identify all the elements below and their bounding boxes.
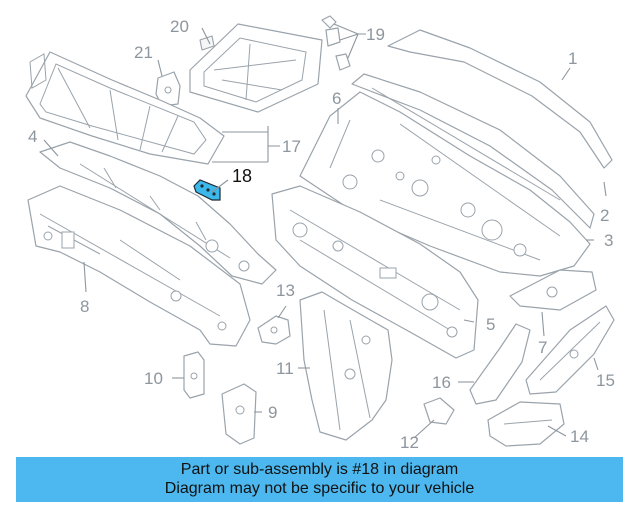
part-12-bracket <box>423 397 455 425</box>
parts-diagram: 1 2 3 4 5 6 7 8 9 10 11 12 13 14 15 16 1… <box>25 15 615 452</box>
callout-12: 12 <box>400 433 419 452</box>
callout-15: 15 <box>596 371 615 390</box>
part-16-support <box>469 323 531 405</box>
callout-7: 7 <box>538 338 547 357</box>
part-11-pillar <box>299 291 393 441</box>
part-4-crossmember <box>39 141 277 285</box>
part-2-rail <box>351 73 595 229</box>
callout-10: 10 <box>144 369 163 388</box>
part-9-bracket <box>221 383 257 445</box>
callout-17: 17 <box>282 137 301 156</box>
callout-11: 11 <box>276 359 294 378</box>
banner-line-part: Part or sub-assembly is #18 in diagram <box>180 461 459 478</box>
part-20-tray <box>189 23 323 113</box>
callout-5: 5 <box>486 315 495 334</box>
part-8-frame <box>27 185 251 347</box>
leader-lines <box>43 23 607 439</box>
part-18-bracket-highlighted <box>193 179 221 201</box>
part-7-bracket <box>509 269 597 311</box>
part-17-panel <box>25 51 225 165</box>
callout-19: 19 <box>366 25 385 44</box>
banner-line-disclaimer: Diagram may not be specific to your vehi… <box>164 480 475 497</box>
part-19-clips <box>321 15 351 71</box>
callout-2: 2 <box>600 206 609 225</box>
callout-9: 9 <box>268 403 277 422</box>
part-13-plate <box>257 315 291 345</box>
callout-8: 8 <box>80 297 89 316</box>
part-6-bulkhead <box>299 91 591 277</box>
callout-6: 6 <box>332 89 341 108</box>
callout-3: 3 <box>604 231 613 250</box>
callout-14: 14 <box>570 427 589 446</box>
callout-1: 1 <box>568 49 577 68</box>
callout-18: 18 <box>232 166 252 186</box>
part-1-rail <box>387 29 613 169</box>
callout-16: 16 <box>432 373 451 392</box>
part-14-bracket <box>487 401 565 447</box>
part-15-support <box>525 305 615 395</box>
part-10-bracket <box>183 351 205 399</box>
callout-labels: 1 2 3 4 5 6 7 8 9 10 11 12 13 14 15 16 1… <box>28 17 615 452</box>
callout-4: 4 <box>28 127 37 146</box>
part-5-side-panel <box>271 185 479 359</box>
callout-21: 21 <box>134 43 153 62</box>
part-21-bracket <box>155 71 181 107</box>
callout-13: 13 <box>276 281 295 300</box>
callout-20: 20 <box>170 17 189 36</box>
info-banner: Part or sub-assembly is #18 in diagram D… <box>16 457 623 502</box>
